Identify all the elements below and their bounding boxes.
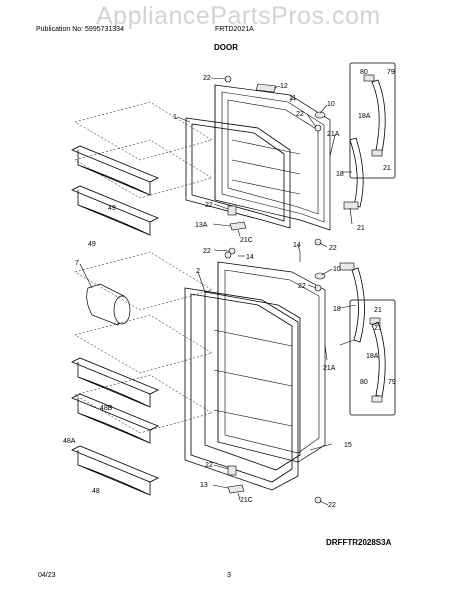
upper-handle [343, 137, 364, 210]
callout-21: 21 [383, 165, 391, 172]
callout-48: 48 [92, 488, 100, 495]
callout-49: 49 [88, 241, 96, 248]
callout-48B: 48B [100, 405, 113, 412]
top-cap-part [255, 83, 277, 93]
callout-labels: 22 12 11 1 10 22 80 79 18A 21 21A 18 21 … [63, 69, 396, 509]
callout-18A: 18A [366, 353, 379, 360]
callout-22: 22 [298, 283, 306, 290]
lower-hardware [224, 251, 326, 504]
lower-handle-inset-box [349, 299, 396, 416]
callout-12: 12 [280, 83, 288, 90]
fresh-food-door-gasket [184, 287, 299, 491]
drawing-code: DRFFTR2028S3A [326, 538, 392, 547]
footer-date: 04/23 [38, 572, 56, 579]
egg-container-part [86, 283, 131, 326]
leader-lines [79, 77, 357, 506]
upper-handle-inset-box [349, 62, 396, 179]
callout-18A: 18A [358, 113, 371, 120]
callout-22: 22 [205, 462, 213, 469]
fresh-food-shelves [71, 357, 159, 496]
callout-13: 13 [200, 482, 208, 489]
callout-80: 80 [360, 69, 368, 76]
callout-21C: 21C [240, 237, 253, 244]
callout-21A: 21A [327, 131, 340, 138]
callout-21: 21 [374, 307, 382, 314]
callout-21C: 21C [240, 497, 253, 504]
callout-80: 80 [360, 379, 368, 386]
callout-1: 1 [173, 114, 177, 121]
publication-number: Publication No: 5995731334 [36, 26, 124, 33]
callout-22: 22 [328, 502, 336, 509]
callout-22: 22 [296, 111, 304, 118]
callout-21: 21 [357, 225, 365, 232]
freezer-shelf-ghosts [74, 101, 213, 199]
lower-handle [339, 262, 365, 343]
callout-22: 22 [329, 245, 337, 252]
callout-18: 18 [333, 306, 341, 313]
callout-14: 14 [246, 254, 254, 261]
fresh-food-inner-liner [204, 291, 301, 471]
callout-18: 18 [336, 171, 344, 178]
callout-10: 10 [327, 101, 335, 108]
upper-hardware [224, 75, 326, 255]
callout-11: 11 [289, 95, 296, 102]
freezer-door-shelf-lines [231, 139, 301, 195]
callout-22: 22 [203, 75, 211, 82]
callout-15: 15 [344, 442, 352, 449]
callout-22: 22 [205, 202, 213, 209]
callout-7: 7 [75, 260, 79, 267]
callout-79: 79 [387, 69, 395, 76]
callout-79: 79 [388, 379, 396, 386]
watermark: AppliancePartsPros.com [96, 2, 381, 30]
page-number: 3 [227, 572, 231, 579]
callout-22: 22 [203, 248, 211, 255]
fresh-food-door-outer [217, 261, 326, 463]
callout-2: 2 [196, 268, 200, 275]
callout-21: 21 [374, 325, 382, 332]
model-number: FRTD2021A [215, 26, 254, 33]
callout-14: 14 [293, 242, 301, 249]
section-title: DOOR [214, 43, 238, 52]
freezer-shelves [71, 145, 159, 236]
callout-10: 10 [333, 266, 341, 273]
callout-48A: 48A [63, 438, 76, 445]
callout-13A: 13A [195, 222, 208, 229]
freezer-door-gasket [185, 117, 291, 229]
fresh-food-shelf-ghosts [74, 251, 213, 434]
freezer-door-outer [214, 84, 331, 231]
callout-49: 49 [108, 205, 116, 212]
callout-21A: 21A [323, 365, 336, 372]
